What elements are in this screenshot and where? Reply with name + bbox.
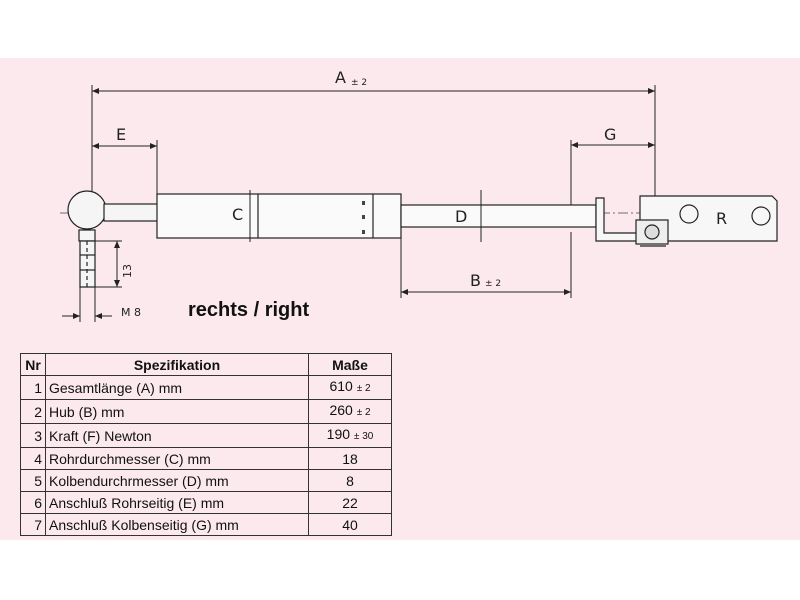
row-value: 260 ± 2 [308,399,392,424]
piston-rod [400,204,597,228]
value-tolerance: ± 30 [353,431,374,442]
dimension-13 [94,240,122,288]
row-nr: 7 [20,513,46,536]
dim-c-label: C [232,205,243,224]
tube-marks [362,201,365,234]
end-bracket [595,195,778,247]
dim-13-label: 13 [121,264,134,278]
row-nr: 1 [20,375,46,400]
row-spec: Kraft (F) Newton [45,423,309,448]
table-row: 2 Hub (B) mm 260 ± 2 [20,399,392,424]
dimension-b [400,232,572,298]
table-row: 3 Kraft (F) Newton 190 ± 30 [20,423,392,448]
dim-b-tolerance: ± 2 [485,279,501,289]
row-spec: Gesamtlänge (A) mm [45,375,309,400]
row-value: 40 [308,513,392,536]
row-spec: Hub (B) mm [45,399,309,424]
header-spec: Spezifikation [45,353,309,376]
value-number: 8 [346,472,354,489]
value-number: 40 [342,516,358,533]
eye-r-label: R [716,209,727,228]
table-row: 4 Rohrdurchmesser (C) mm 18 [20,447,392,470]
dim-e-label: E [116,125,126,144]
table-row: 5 Kolbendurchrmesser (D) mm 8 [20,469,392,492]
value-number: 190 [326,426,351,442]
value-number: 22 [342,494,358,511]
rod-side-eye [67,190,159,288]
row-nr: 4 [20,447,46,470]
row-value: 18 [308,447,392,470]
dim-g-label: G [604,125,616,144]
header-value: Maße [308,353,392,376]
header-nr: Nr [20,353,46,376]
table-row: 6 Anschluß Rohrseitig (E) mm 22 [20,491,392,514]
dim-m8-label: M 8 [121,306,141,319]
value-number: 18 [342,450,358,467]
row-spec: Anschluß Kolbenseitig (G) mm [45,513,309,536]
row-value: 22 [308,491,392,514]
side-label: rechts / right [188,299,309,321]
row-nr: 6 [20,491,46,514]
dimension-g [570,140,655,205]
row-spec: Rohrdurchmesser (C) mm [45,447,309,470]
row-nr: 2 [20,399,46,424]
row-nr: 5 [20,469,46,492]
spec-table-header: Nr Spezifikation Maße [20,353,392,376]
value-number: 610 [329,378,353,394]
row-value: 8 [308,469,392,492]
value-tolerance: ± 2 [356,407,371,418]
dimension-m8 [62,287,112,322]
table-row: 7 Anschluß Kolbenseitig (G) mm 40 [20,513,392,536]
row-value: 190 ± 30 [308,423,392,448]
dim-d-label: D [455,207,467,226]
dim-a-label: A [335,68,346,87]
row-value: 610 ± 2 [308,375,392,400]
value-tolerance: ± 2 [356,383,371,394]
table-row: 1 Gesamtlänge (A) mm 610 ± 2 [20,375,392,400]
row-spec: Kolbendurchrmesser (D) mm [45,469,309,492]
dim-a-tolerance: ± 2 [351,78,367,88]
dimension-e [92,140,158,200]
row-nr: 3 [20,423,46,448]
row-spec: Anschluß Rohrseitig (E) mm [45,491,309,514]
spec-table: Nr Spezifikation Maße 1 Gesamtlänge (A) … [20,353,392,536]
dim-b-label: B [470,271,481,290]
value-number: 260 [329,402,353,418]
